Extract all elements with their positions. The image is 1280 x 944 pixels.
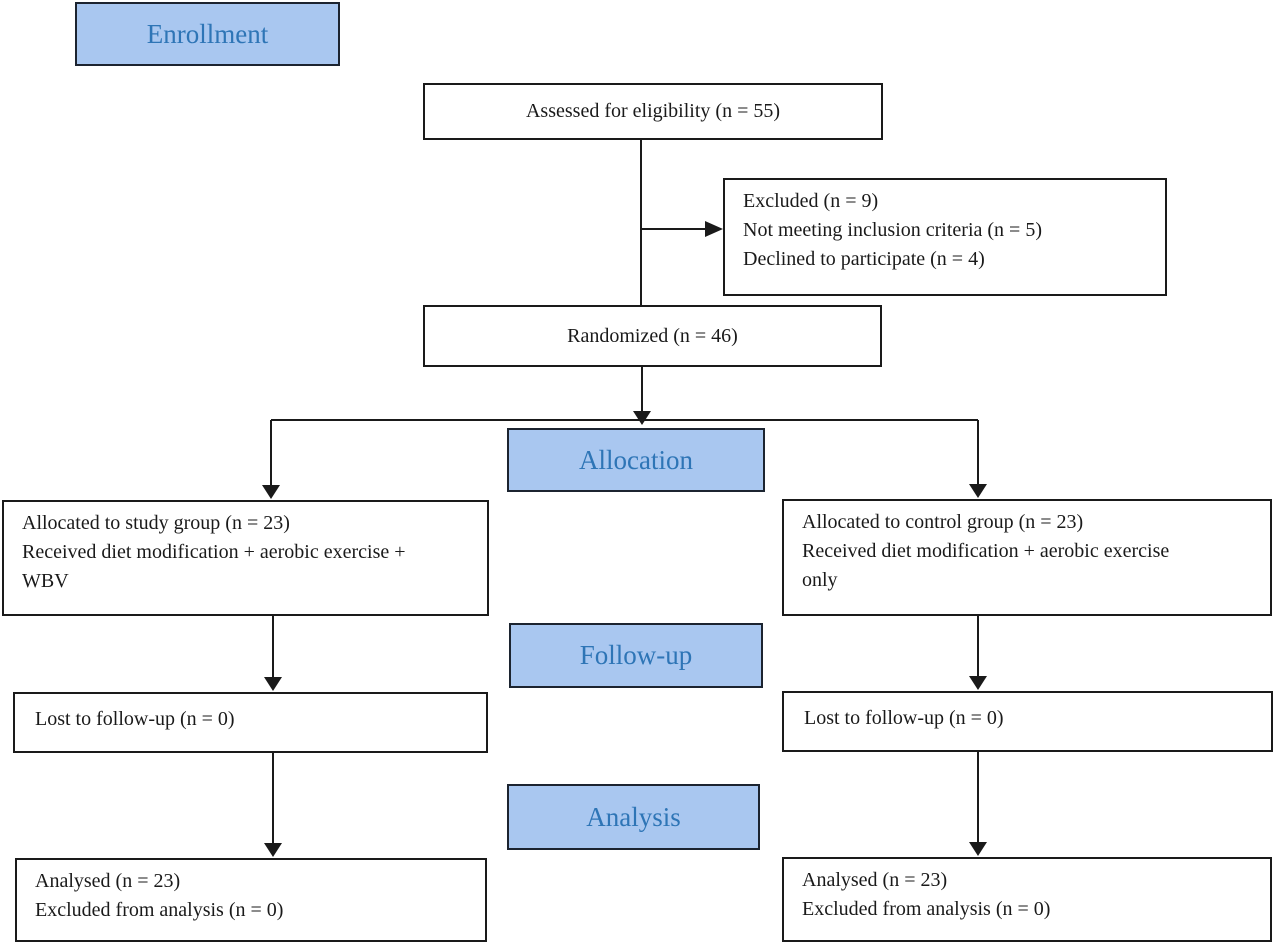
box-study-group-text: Allocated to study group (n = 23) Receiv… — [22, 512, 406, 592]
stage-analysis-text: Analysis — [586, 801, 681, 832]
arrowhead-to-lost-right — [969, 676, 987, 690]
box-excluded: Excluded (n = 9) Not meeting inclusion c… — [723, 178, 1167, 296]
box-randomized: Randomized (n = 46) — [423, 305, 882, 367]
arrowhead-to-excluded — [705, 221, 723, 237]
stage-enrollment-text: Enrollment — [146, 18, 269, 49]
box-assessed-eligibility-text: Assessed for eligibility (n = 55) — [525, 100, 781, 122]
box-lost-followup-right-text: Lost to follow-up (n = 0) — [804, 707, 1004, 729]
arrowhead-to-analysed-left — [264, 843, 282, 857]
arrowhead-to-analysed-right — [969, 842, 987, 856]
box-lost-followup-left-text: Lost to follow-up (n = 0) — [35, 708, 235, 730]
box-control-group: Allocated to control group (n = 23) Rece… — [782, 499, 1272, 616]
stage-allocation-label: Allocation — [507, 428, 765, 492]
arrowhead-to-lost-left — [264, 677, 282, 691]
box-study-group: Allocated to study group (n = 23) Receiv… — [2, 500, 489, 616]
box-lost-followup-left: Lost to follow-up (n = 0) — [13, 692, 488, 753]
box-excluded-text: Excluded (n = 9) Not meeting inclusion c… — [743, 190, 1042, 270]
stage-allocation-text: Allocation — [579, 444, 693, 475]
box-analysed-right: Analysed (n = 23) Excluded from analysis… — [782, 857, 1272, 942]
box-analysed-left-text: Analysed (n = 23) Excluded from analysis… — [35, 870, 284, 921]
box-analysed-left: Analysed (n = 23) Excluded from analysis… — [15, 858, 487, 942]
box-control-group-text: Allocated to control group (n = 23) Rece… — [802, 511, 1170, 591]
arrowhead-to-study — [262, 485, 280, 499]
box-lost-followup-right: Lost to follow-up (n = 0) — [782, 691, 1273, 752]
stage-followup-text: Follow-up — [579, 640, 693, 670]
arrowhead-randomized-down — [633, 411, 651, 425]
stage-enrollment-label: Enrollment — [75, 2, 340, 66]
box-randomized-text: Randomized (n = 46) — [567, 324, 738, 347]
box-assessed-eligibility: Assessed for eligibility (n = 55) — [423, 83, 883, 140]
arrowhead-to-control — [969, 484, 987, 498]
box-analysed-right-text: Analysed (n = 23) Excluded from analysis… — [802, 869, 1051, 920]
stage-followup-label: Follow-up — [509, 623, 763, 688]
stage-analysis-label: Analysis — [507, 784, 760, 850]
